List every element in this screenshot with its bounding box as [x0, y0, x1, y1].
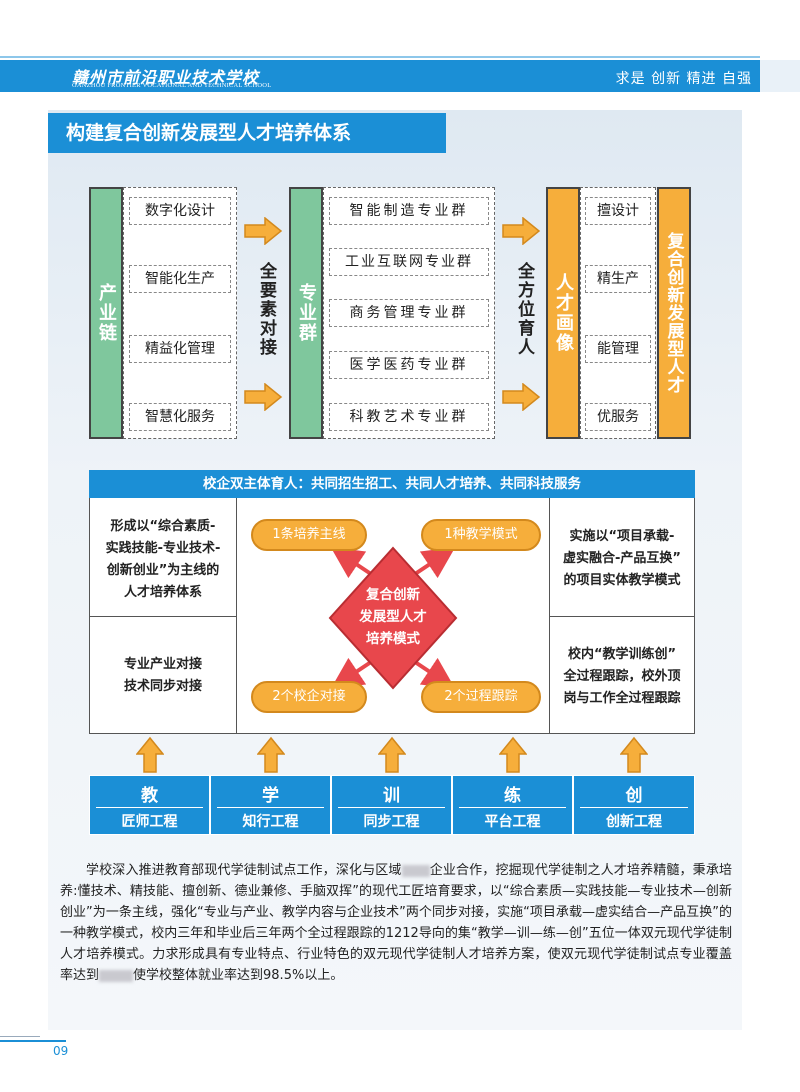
pill-training-mainline: 1条培养主线	[251, 519, 367, 551]
center-diamond-graphic	[328, 546, 458, 690]
paragraph-text: 企业合作，挖掘现代学徒制之人才培养精髓，秉承培养:懂技术、精技能、擅创新、德业兼…	[60, 863, 732, 983]
text-line: 的项目实体教学模式	[563, 573, 681, 588]
page-number: 09	[53, 1044, 69, 1058]
divider	[217, 807, 324, 808]
major-group-bar: 专业群	[289, 187, 323, 439]
project-char: 训	[383, 786, 400, 806]
project-char: 创	[625, 786, 643, 806]
pill-school-enterprise: 2个校企对接	[251, 681, 367, 713]
arrow-right-icon	[244, 217, 283, 245]
school-motto: 求是 创新 精进 自强	[615, 71, 752, 87]
text-line: 人才培养体系	[123, 585, 202, 600]
school-name: 赣州市前沿职业技术学校	[72, 68, 260, 87]
text-line: 实践技能-专业技术-	[105, 541, 221, 556]
arrow-up-icon	[257, 736, 285, 773]
arrow-up-icon	[136, 736, 164, 773]
project-name: 同步工程	[363, 814, 420, 830]
project-cell-teach: 教 匠师工程	[89, 775, 210, 835]
industry-chain-label: 产业链	[96, 283, 117, 343]
text-line: 技术同步对接	[123, 679, 202, 694]
portrait-item: 能管理	[585, 335, 651, 363]
project-char: 学	[262, 786, 279, 806]
redacted-text	[99, 969, 134, 982]
project-name: 匠师工程	[121, 814, 178, 830]
industry-chain-bar: 产业链	[89, 187, 123, 439]
major-group-item: 医学医药专业群	[329, 351, 489, 379]
divider	[549, 616, 695, 617]
chain-item: 精益化管理	[129, 335, 231, 363]
project-cell-practice: 练 平台工程	[452, 775, 573, 835]
text-line: 校内“教学训练创”	[567, 647, 677, 662]
text-line: 岗与工作全过程跟踪	[563, 691, 681, 706]
arrow-right-icon	[502, 383, 541, 411]
footer-line	[0, 1040, 66, 1042]
talent-portrait-label: 人才画像	[553, 273, 574, 353]
major-group-item: 商务管理专业群	[329, 299, 489, 327]
divider	[89, 616, 236, 617]
model-right-top-text: 实施以“项目承载- 虚实融合-产品互换” 的项目实体教学模式	[551, 526, 693, 592]
portrait-item: 优服务	[585, 403, 651, 431]
text-line: 创新创业”为主线的	[106, 563, 220, 578]
header-strip	[760, 60, 800, 92]
model-right-bottom-text: 校内“教学训练创” 全过程跟踪，校外顶 岗与工作全过程跟踪	[551, 644, 693, 710]
text-line: 发展型人才	[359, 609, 427, 625]
project-name: 创新工程	[606, 814, 662, 830]
project-char: 练	[504, 786, 521, 806]
text-line: 专业产业对接	[123, 657, 202, 672]
portrait-item: 精生产	[585, 265, 651, 293]
industry-chain-items	[123, 187, 237, 439]
paragraph-text: 学校深入推进教育部现代学徒制试点工作，深化与区域	[86, 863, 402, 878]
divider	[236, 498, 237, 734]
major-group-item: 智能制造专业群	[329, 197, 489, 225]
chain-item: 智能化生产	[129, 265, 231, 293]
top-decoration-line	[0, 56, 760, 58]
talent-portrait-bar: 人才画像	[546, 187, 580, 439]
link-label-full-elements: 全要素对接	[256, 262, 276, 357]
divider	[338, 807, 445, 808]
text-line: 复合创新	[366, 587, 420, 603]
chain-item: 数字化设计	[129, 197, 231, 225]
model-left-top-text: 形成以“综合素质- 实践技能-专业技术- 创新创业”为主线的 人才培养体系	[92, 516, 234, 604]
arrow-up-icon	[620, 736, 648, 773]
divider	[459, 807, 566, 808]
project-cell-train: 训 同步工程	[331, 775, 452, 835]
arrow-right-icon	[502, 217, 541, 245]
arrow-up-icon	[499, 736, 527, 773]
center-model-text: 复合创新 发展型人才 培养模式	[336, 584, 450, 650]
project-char: 教	[141, 786, 158, 806]
model-left-bottom-text: 专业产业对接 技术同步对接	[92, 654, 234, 698]
project-cell-learn: 学 知行工程	[210, 775, 331, 835]
pill-process-tracking: 2个过程跟踪	[421, 681, 541, 713]
section-title: 构建复合创新发展型人才培养体系	[48, 113, 446, 153]
text-line: 实施以“项目承载-	[569, 529, 675, 544]
divider	[96, 807, 203, 808]
pill-teaching-mode: 1种教学模式	[421, 519, 541, 551]
major-group-item: 科教艺术专业群	[329, 403, 489, 431]
school-name-en: GANZHOU FRONTIER VOCATIONAL AND TECHNICA…	[72, 82, 272, 89]
paragraph-text: 使学校整体就业率达到98.5%以上。	[133, 968, 344, 983]
arrow-up-icon	[378, 736, 406, 773]
major-group-item: 工业互联网专业群	[329, 248, 489, 276]
footer-line	[0, 1036, 40, 1037]
project-name: 知行工程	[242, 814, 299, 830]
redacted-text	[401, 864, 430, 877]
link-label-all-round: 全方位育人	[514, 262, 534, 357]
project-name: 平台工程	[484, 814, 541, 830]
divider	[580, 807, 688, 808]
model-header: 校企双主体育人：共同招生招工、共同人才培养、共同科技服务	[89, 470, 695, 498]
talent-result-label: 复合创新发展型人才	[663, 232, 684, 394]
project-cell-create: 创 创新工程	[573, 775, 695, 835]
major-group-label: 专业群	[296, 283, 317, 343]
talent-result-bar: 复合创新发展型人才	[657, 187, 691, 439]
page-header: 赣州市前沿职业技术学校 GANZHOU FRONTIER VOCATIONAL …	[0, 60, 760, 92]
body-paragraph: 学校深入推进教育部现代学徒制试点工作，深化与区域企业合作，挖掘现代学徒制之人才培…	[60, 860, 732, 986]
chain-item: 智慧化服务	[129, 403, 231, 431]
arrow-right-icon	[244, 383, 283, 411]
talent-portrait-items	[580, 187, 656, 439]
text-line: 全过程跟踪，校外顶	[563, 669, 681, 684]
text-line: 形成以“综合素质-	[110, 519, 216, 534]
text-line: 虚实融合-产品互换”	[563, 551, 681, 566]
portrait-item: 擅设计	[585, 197, 651, 225]
text-line: 培养模式	[366, 631, 420, 647]
